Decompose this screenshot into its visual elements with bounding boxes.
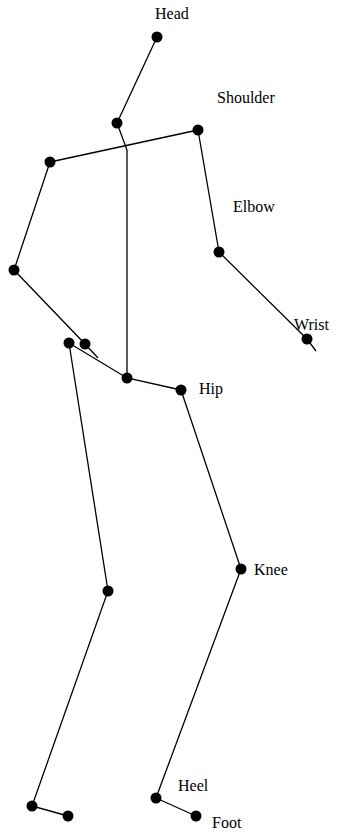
joint-label: Heel bbox=[178, 777, 208, 795]
joint-label: Knee bbox=[254, 561, 288, 579]
joint-label: Elbow bbox=[233, 198, 275, 216]
joint-label: Head bbox=[155, 5, 189, 23]
joint-label: Wrist bbox=[294, 316, 329, 334]
joint-label: Shoulder bbox=[217, 89, 275, 107]
joint-label: Foot bbox=[212, 814, 241, 832]
joint-label: Hip bbox=[199, 380, 223, 398]
